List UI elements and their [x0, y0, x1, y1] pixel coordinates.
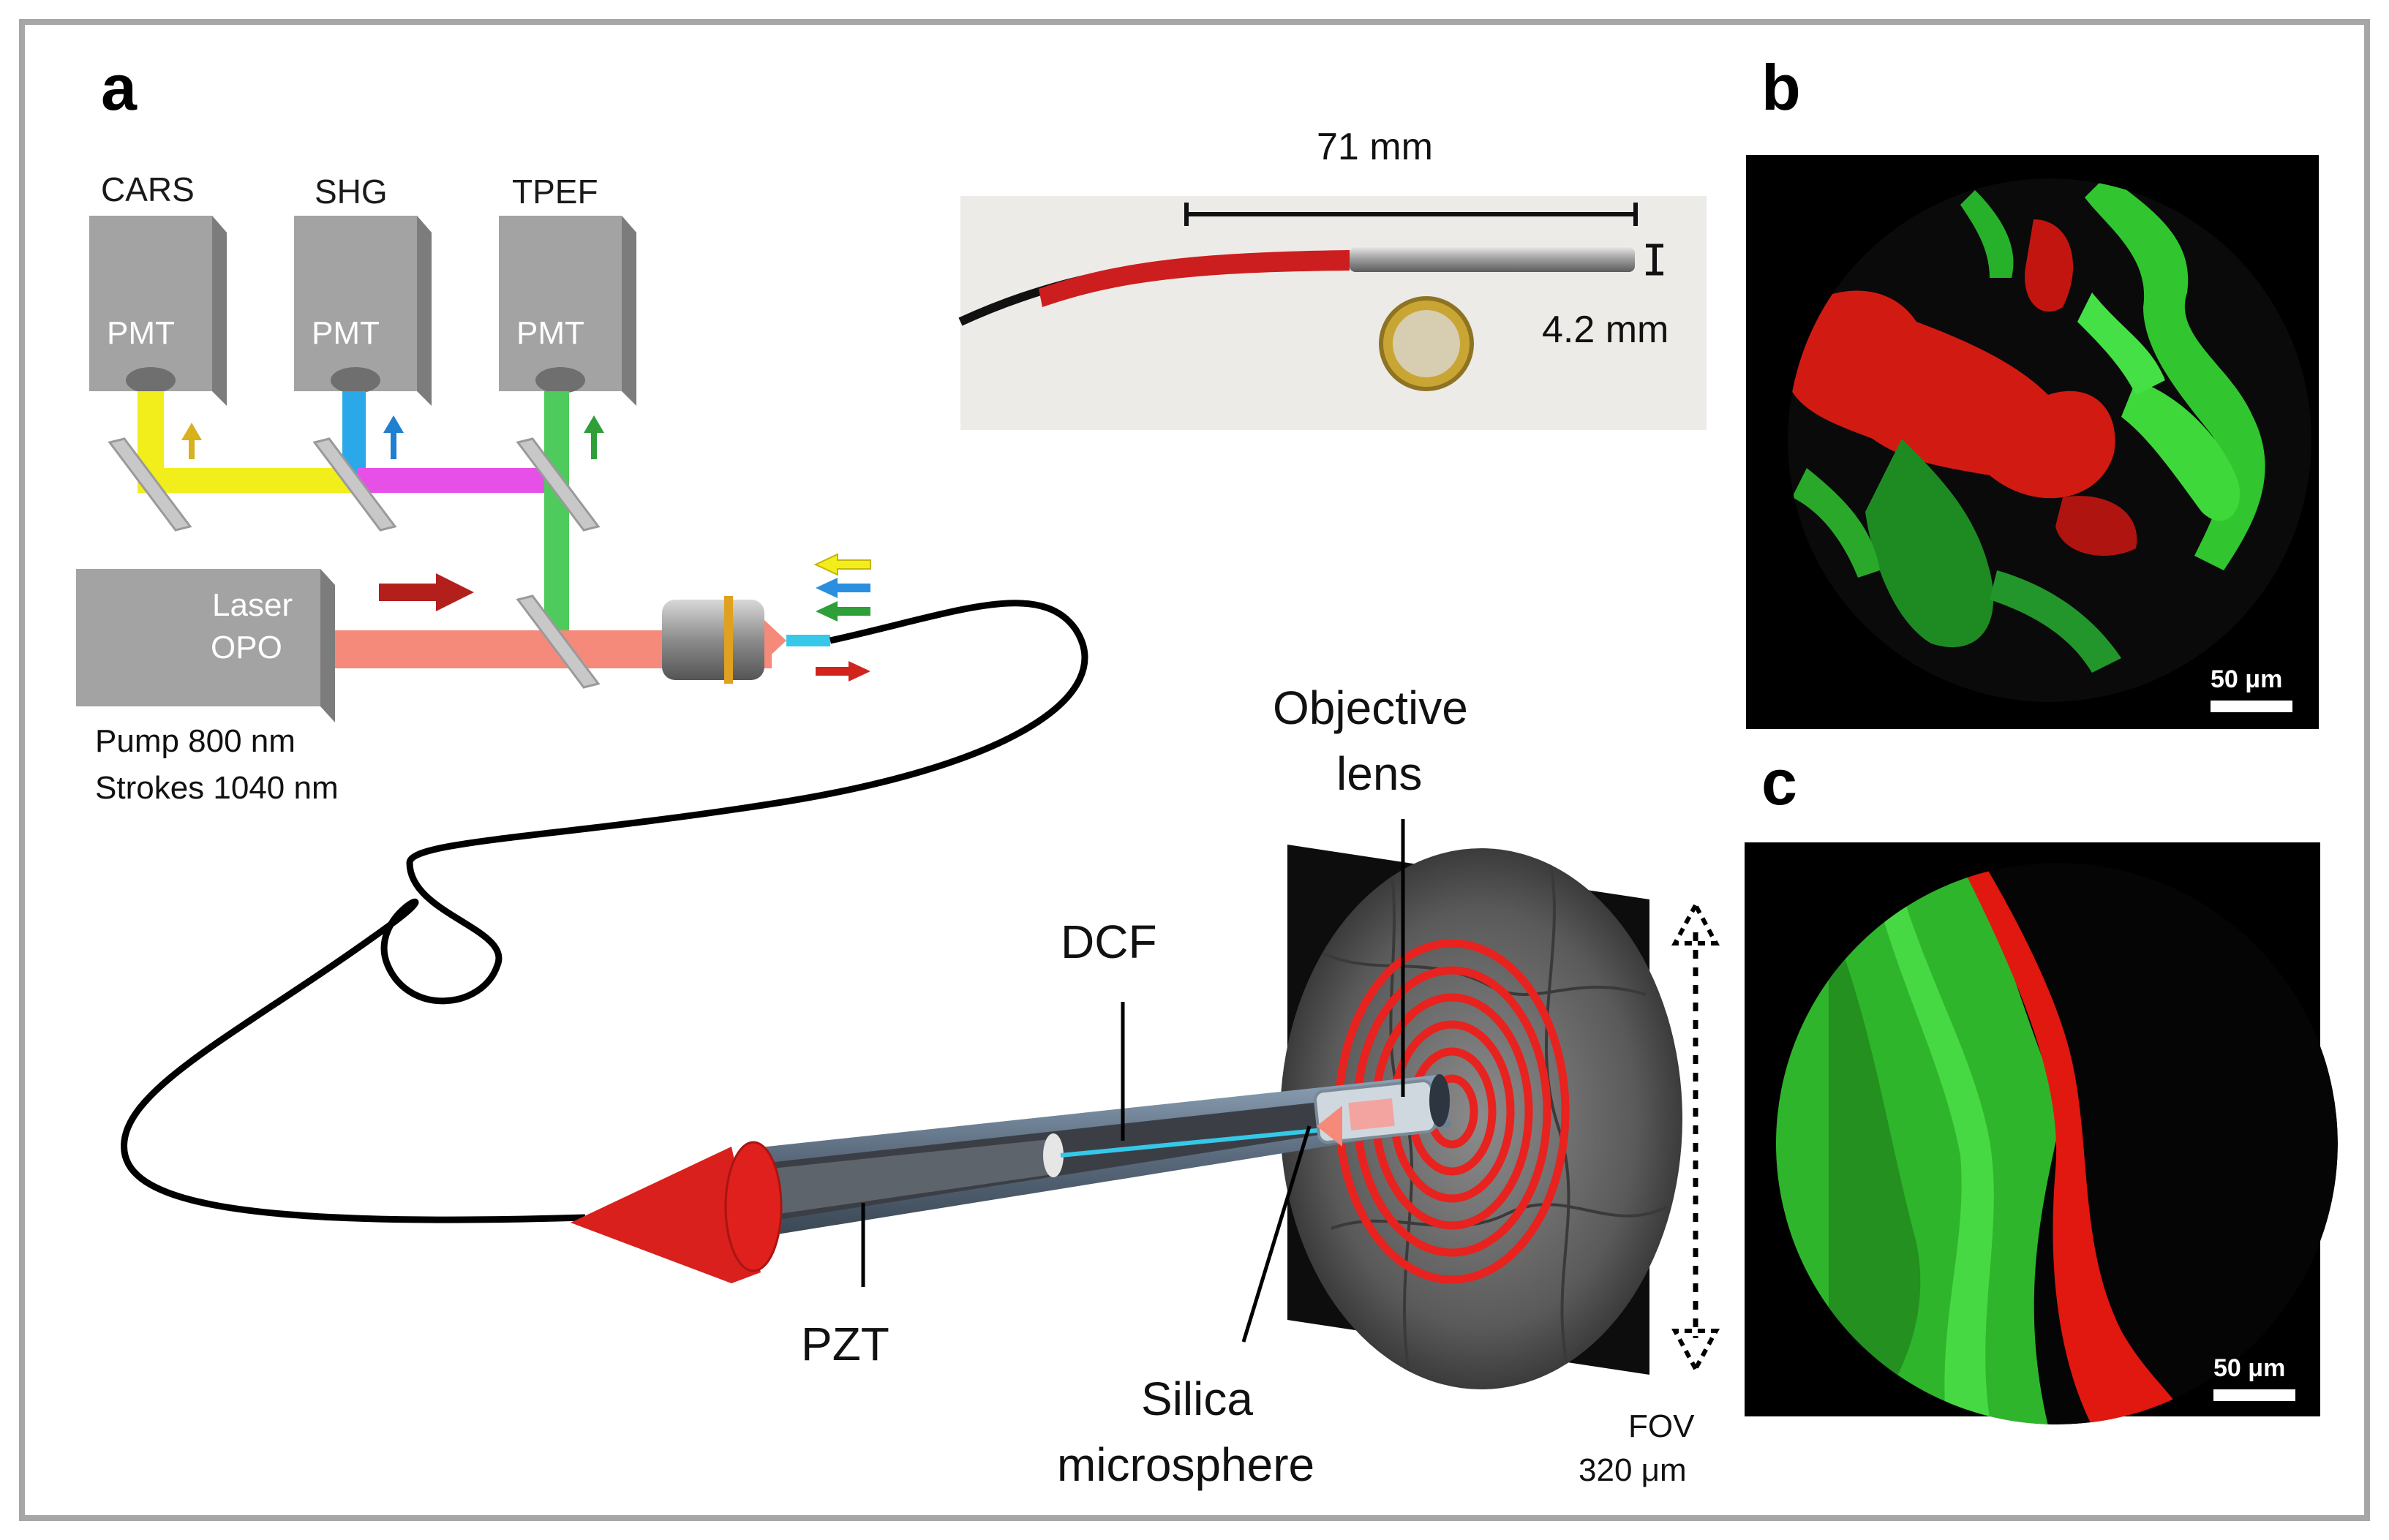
signal-arrows [813, 553, 871, 682]
laser-output-arrow [379, 573, 474, 611]
fov-label-line1: FOV [1628, 1408, 1695, 1444]
diameter-label: 4.2 mm [1542, 309, 1668, 351]
scale-label-c: 50 μm [2213, 1354, 2285, 1382]
laser-opo: Laser OPO Pump 800 nm Strokes 1040 nm [76, 569, 339, 806]
fov-indicator: FOV 320 μm [1579, 900, 1720, 1488]
detector-name-shg: SHG [315, 173, 388, 211]
arrow-up-blue [383, 415, 404, 459]
mirror-2 [312, 437, 397, 532]
probe-red-tip [571, 1147, 761, 1283]
pzt-label: PZT [801, 1318, 889, 1370]
detector-cars: CARS PMT [89, 170, 227, 406]
detector-face-tpef: PMT [516, 315, 584, 351]
pump-wavelength: Pump 800 nm [95, 723, 296, 759]
silica-label-line1: Silica [1141, 1373, 1253, 1425]
photo-red-sleeve [1039, 250, 1350, 307]
panel-label-b: b [1761, 51, 1801, 124]
scale-bar-c [2213, 1389, 2295, 1401]
detector-face-shg: PMT [312, 315, 380, 351]
image-c: 50 μm [1745, 842, 2338, 1424]
probe-callouts: Objective lens DCF PZT Silica microspher… [801, 682, 1468, 1491]
objective-label-line1: Objective [1273, 682, 1468, 734]
scale-label-b: 50 μm [2211, 665, 2282, 693]
detector-face-cars: PMT [107, 315, 175, 351]
scale-bar-b [2211, 701, 2292, 712]
pzt-tube [772, 1139, 1057, 1214]
laser-label-line1: Laser [212, 587, 293, 623]
cars-beam-horizontal [138, 468, 357, 493]
laser-label-line2: OPO [211, 630, 282, 665]
length-label: 71 mm [1317, 126, 1433, 168]
coupling-objective [662, 596, 830, 684]
panel-label-c: c [1761, 746, 1797, 818]
magenta-beam [357, 468, 554, 493]
silica-label-line2: microsphere [1057, 1438, 1314, 1491]
detector-name-tpef: TPEF [512, 173, 598, 211]
fov-label-line2: 320 μm [1579, 1452, 1687, 1488]
image-b-green-fibers [2085, 178, 2265, 570]
image-b: 50 μm [1746, 155, 2319, 729]
pzt-end-ring [1043, 1133, 1064, 1177]
endoscope-probe [571, 1074, 1452, 1283]
mirror-3 [516, 437, 601, 532]
mirror-1 [108, 437, 192, 532]
optical-fiber [121, 600, 1088, 1223]
mirror-4 [516, 595, 601, 689]
stokes-wavelength: Strokes 1040 nm [95, 770, 339, 806]
detector-name-cars: CARS [101, 170, 195, 208]
photo-steel-tube [1350, 247, 1635, 272]
probe-photo: 71 mm 4.2 mm [958, 126, 1707, 430]
detector-shg: SHG PMT [294, 173, 432, 406]
panel-label-a: a [101, 51, 138, 124]
tpef-beam-vertical [544, 391, 569, 633]
image-c-red-layer [1960, 863, 2187, 1424]
dcf-core [1060, 1128, 1325, 1158]
detector-tpef: TPEF PMT [499, 173, 636, 406]
arrow-up-green [584, 415, 604, 459]
arrow-up-yellow [181, 423, 202, 459]
silica-microsphere [1317, 1106, 1342, 1147]
dcf-label: DCF [1061, 916, 1157, 968]
objective-label-line2: lens [1336, 747, 1422, 800]
image-b-red-region [1788, 290, 2115, 499]
